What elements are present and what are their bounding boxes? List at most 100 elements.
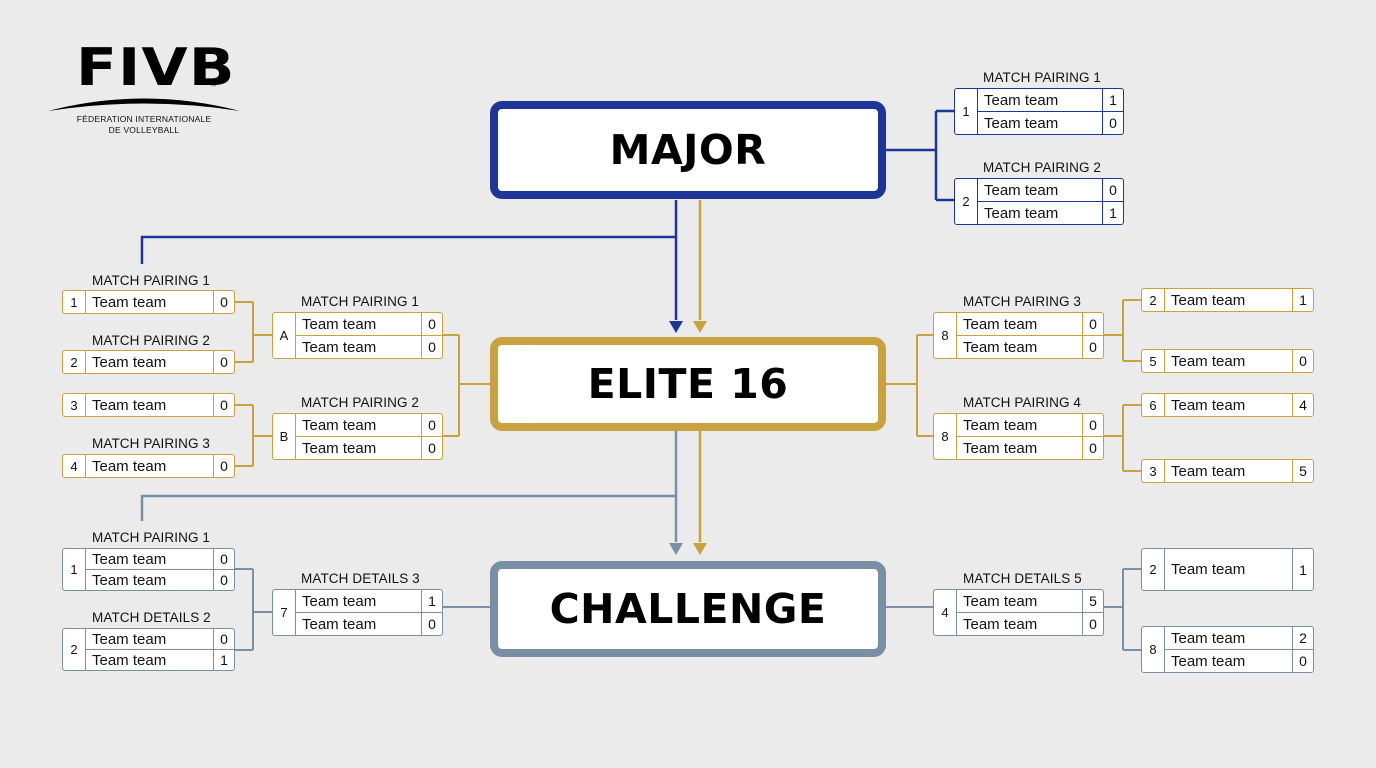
seed-number: 1 <box>63 291 86 313</box>
team-name: Team team <box>302 416 377 434</box>
seed-number: 1 <box>63 549 86 590</box>
seed-number: 6 <box>1142 394 1165 416</box>
elite-to-challenge-line <box>140 431 678 542</box>
team-score: 5 <box>1082 590 1103 612</box>
team-row[interactable]: Team team 0 <box>86 351 234 373</box>
stage-challenge[interactable]: CHALLENGE <box>490 561 886 657</box>
logo-mark: FIVB <box>76 38 236 98</box>
team-name: Team team <box>302 592 377 610</box>
label-elite-mid-pairing-1: MATCH PAIRING 1 <box>301 294 420 309</box>
team-score: 0 <box>1102 112 1123 134</box>
team-name: Team team <box>984 181 1059 199</box>
team-score: 0 <box>421 613 442 635</box>
team-score: 0 <box>421 313 442 335</box>
seed-number: 5 <box>1142 350 1165 372</box>
logo-trademark: ™ <box>210 84 216 90</box>
team-score: 0 <box>1082 313 1103 335</box>
team-score: 0 <box>421 437 442 459</box>
challenge-right-bracket <box>1104 568 1141 651</box>
team-score: 1 <box>1102 202 1123 224</box>
team-score: 5 <box>1292 460 1313 482</box>
team-name: Team team <box>963 416 1038 434</box>
team-row[interactable]: Team team 0 <box>957 436 1103 459</box>
label-elite-pairing-1: MATCH PAIRING 1 <box>92 273 211 288</box>
team-name: Team team <box>92 550 167 568</box>
team-name: Team team <box>1171 561 1246 578</box>
label-challenge-details-2: MATCH DETAILS 2 <box>92 610 211 625</box>
team-name: Team team <box>984 204 1059 222</box>
team-name: Team team <box>92 457 167 475</box>
team-row[interactable]: Team team 0 <box>296 612 442 635</box>
team-score: 0 <box>213 291 234 313</box>
elite-right-bracket-1 <box>1104 299 1141 362</box>
team-score: 1 <box>1292 289 1313 311</box>
team-score: 0 <box>1082 437 1103 459</box>
seed-number: 8 <box>1142 627 1165 672</box>
team-row[interactable]: Team team 1 <box>978 201 1123 224</box>
logo-swoosh-icon <box>48 98 240 111</box>
stage-elite-16[interactable]: ELITE 16 <box>490 337 886 431</box>
team-name: Team team <box>963 439 1038 457</box>
team-name: Team team <box>92 630 167 648</box>
stage-major[interactable]: MAJOR <box>490 101 886 199</box>
seed-number: 3 <box>1142 460 1165 482</box>
label-challenge-pairing-1: MATCH PAIRING 1 <box>92 530 211 545</box>
team-name: Team team <box>92 353 167 371</box>
team-name: Team team <box>1171 629 1246 647</box>
team-name: Team team <box>963 615 1038 633</box>
team-score: 0 <box>1292 650 1313 672</box>
label-elite-pairing-3-right: MATCH PAIRING 3 <box>963 294 1082 309</box>
team-name: Team team <box>302 615 377 633</box>
label-elite-mid-pairing-2: MATCH PAIRING 2 <box>301 395 420 410</box>
team-score: 0 <box>213 351 234 373</box>
